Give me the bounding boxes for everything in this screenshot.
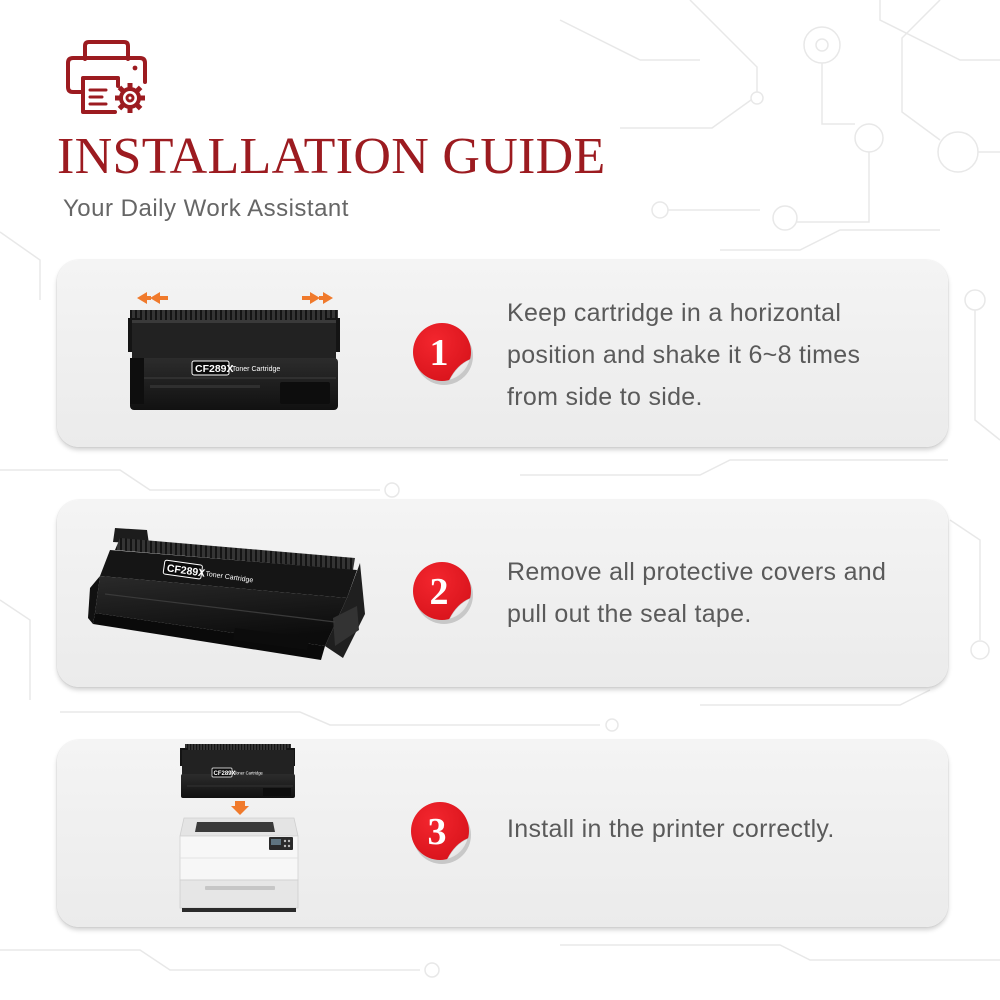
step-number: 1 bbox=[430, 332, 449, 374]
printer-body bbox=[66, 56, 147, 94]
step-text-line: position and shake it 6~8 times bbox=[507, 341, 861, 369]
cartridge-model: CF289X bbox=[214, 771, 236, 777]
step-1-text: Keep cartridge in a horizontal position … bbox=[507, 292, 860, 418]
cartridge-body bbox=[88, 528, 365, 660]
step-text-line: Keep cartridge in a horizontal bbox=[507, 299, 842, 327]
step-2-badge: 2 bbox=[413, 562, 473, 624]
printer-gear-icon bbox=[66, 40, 147, 114]
down-arrow-icon bbox=[231, 801, 249, 815]
step-3-text: Install in the printer correctly. bbox=[507, 808, 835, 850]
toner-cartridge-angled-icon: CF289X Toner Cartridge bbox=[88, 528, 365, 660]
shake-left-arrows-icon bbox=[137, 292, 168, 304]
step-text-line: pull out the seal tape. bbox=[507, 600, 752, 628]
step-card-1: CF289X Toner Cartridge 1 Keep cartridge … bbox=[57, 260, 948, 447]
step-number: 3 bbox=[428, 811, 447, 853]
printer-paper-out bbox=[81, 76, 120, 114]
printer-indicator-dot bbox=[132, 65, 138, 71]
gear-hub bbox=[125, 93, 135, 103]
shake-right-arrows-icon bbox=[302, 292, 333, 304]
step-3-badge: 3 bbox=[411, 802, 471, 864]
page-title: INSTALLATION GUIDE bbox=[57, 128, 606, 185]
cartridge-model: CF289X bbox=[166, 562, 206, 579]
step-card-3: CF289X Toner Cartridge bbox=[57, 740, 948, 927]
gear-teeth bbox=[115, 83, 145, 113]
page-subtitle: Your Daily Work Assistant bbox=[63, 195, 349, 222]
step-text-line: Install in the printer correctly. bbox=[507, 815, 835, 843]
badge-peel bbox=[446, 837, 469, 860]
cartridge-type: Toner Cartridge bbox=[232, 366, 280, 373]
paper-lines bbox=[88, 88, 108, 106]
badge-peel bbox=[448, 358, 471, 381]
step-text-line: Remove all protective covers and bbox=[507, 558, 887, 586]
step-text-line: from side to side. bbox=[507, 383, 703, 411]
gear-ring bbox=[119, 87, 141, 109]
cartridge-body bbox=[128, 310, 340, 410]
cartridge-label: CF289X Toner Cartridge bbox=[211, 767, 264, 778]
badge-peel bbox=[448, 597, 471, 620]
cartridge-model: CF289X bbox=[195, 363, 234, 375]
laser-printer bbox=[179, 817, 299, 912]
cartridge-type: Toner Cartridge bbox=[234, 771, 264, 776]
toner-cartridge-into-printer-icon: CF289X Toner Cartridge bbox=[179, 744, 299, 912]
cartridge-body bbox=[180, 744, 295, 798]
step-2-text: Remove all protective covers and pull ou… bbox=[507, 551, 886, 635]
printer-paper-top bbox=[83, 40, 130, 61]
step-card-2: CF289X Toner Cartridge 2 Remove all prot… bbox=[57, 500, 948, 687]
step-number: 2 bbox=[430, 571, 449, 613]
toner-cartridge-shake-icon: CF289X Toner Cartridge bbox=[128, 292, 340, 410]
cartridge-label: CF289X Toner Cartridge bbox=[191, 360, 280, 376]
step-1-badge: 1 bbox=[413, 323, 473, 385]
